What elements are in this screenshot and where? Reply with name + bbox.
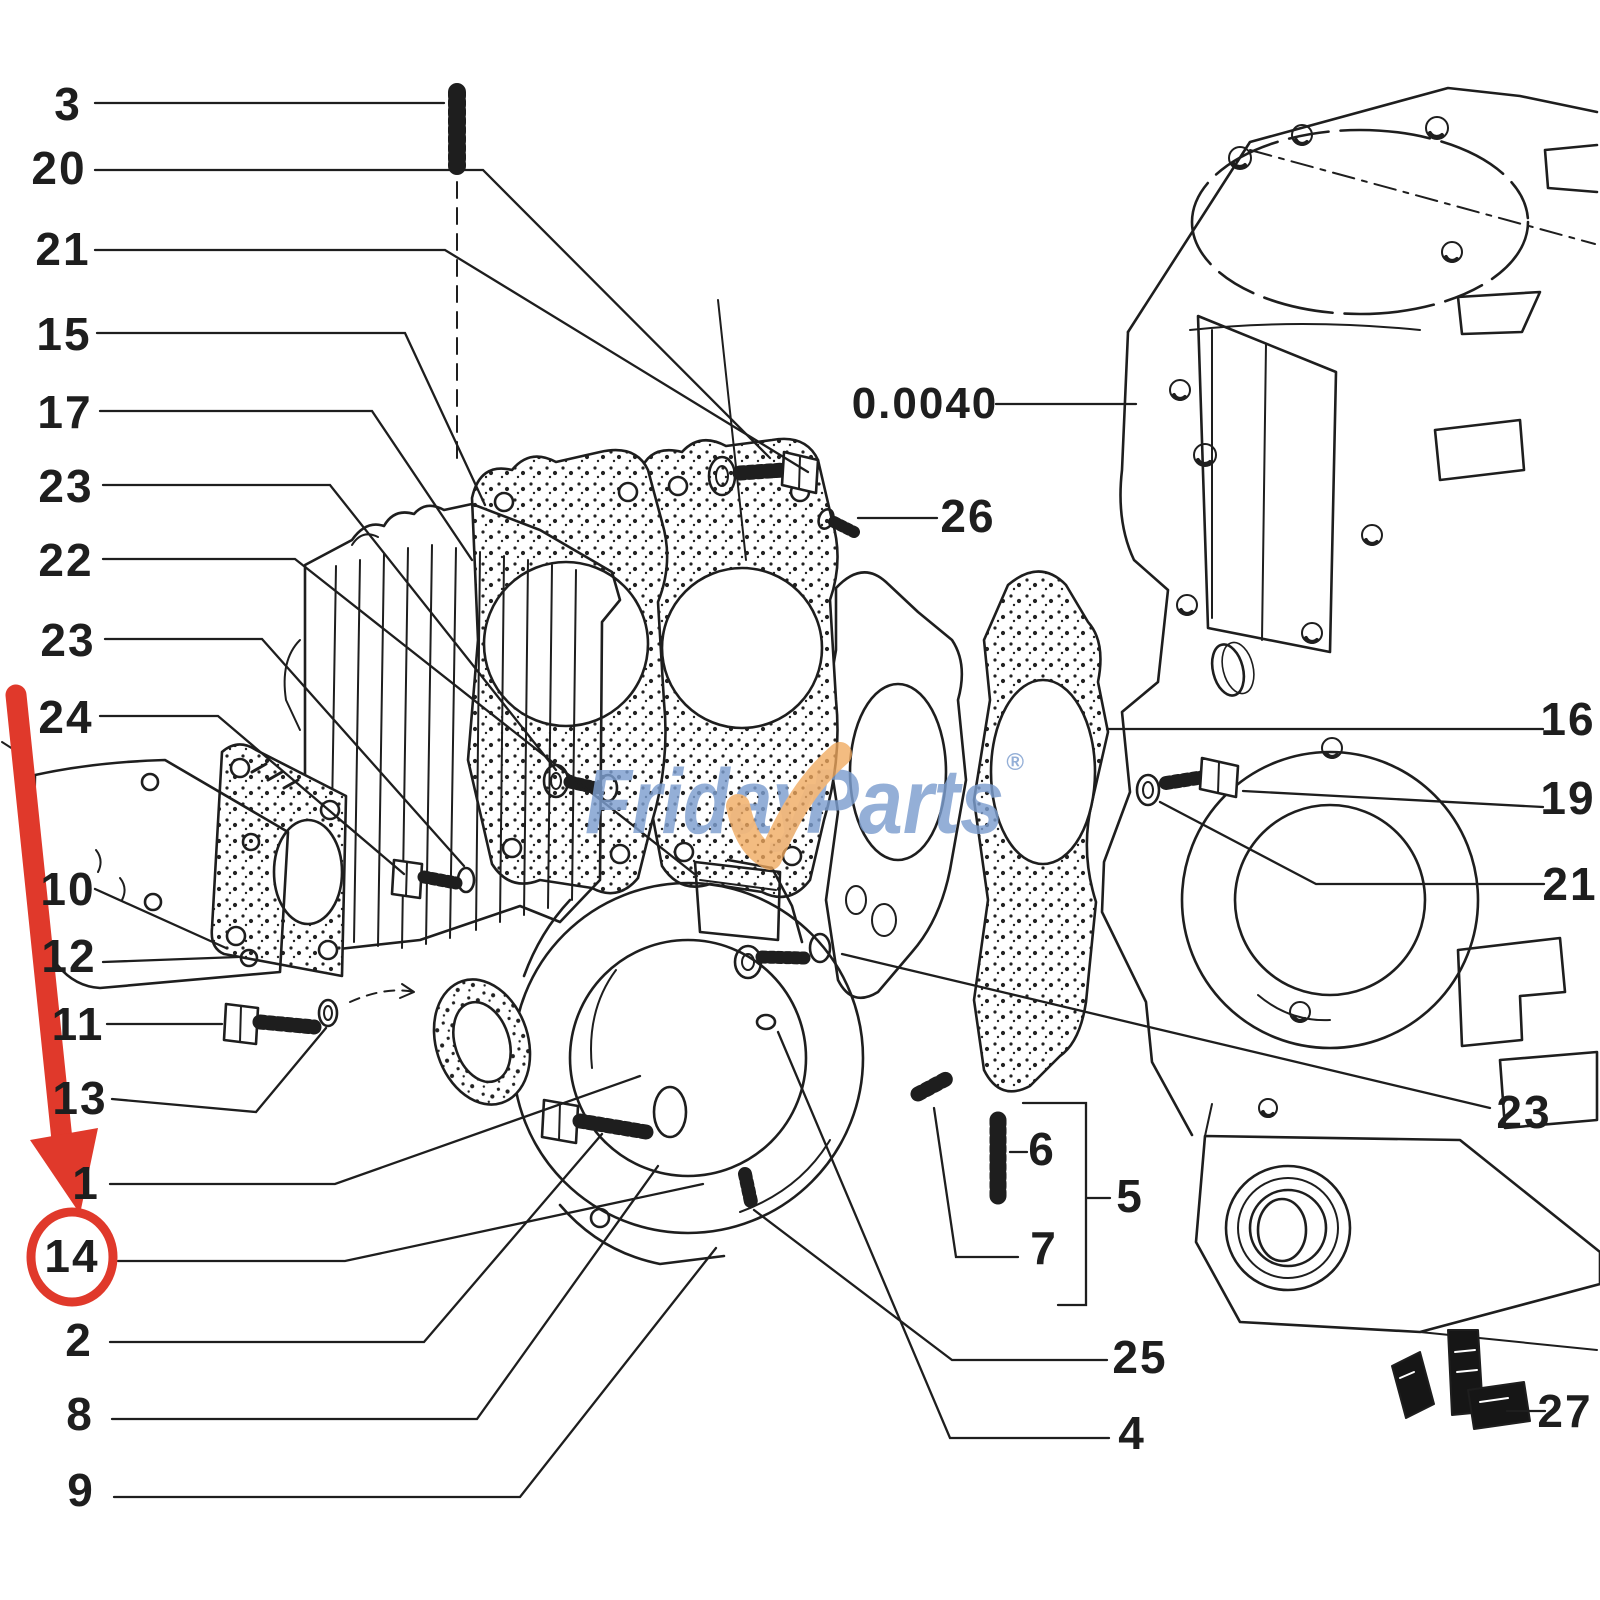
callout-14-circled: 14 [44,1230,99,1282]
callout-9: 9 [67,1464,95,1516]
callout-17: 17 [37,386,92,438]
callout-22: 22 [38,534,93,586]
gasket-cover-plate [210,743,348,978]
engine-block [1100,86,1599,1137]
bolt-part19-washer-part21 [1135,756,1240,807]
callout-12: 12 [41,930,96,982]
gasket-center [638,299,839,899]
callout-25: 25 [1112,1331,1167,1383]
callout-6: 6 [1028,1123,1056,1175]
highlight-arrow-head [30,1128,98,1214]
callout-26: 26 [940,490,995,542]
callout-23-b: 23 [40,614,95,666]
callout-4: 4 [1118,1407,1146,1459]
callout-labels: 3 20 21 15 17 23 22 23 24 10 12 11 13 1 … [31,78,1597,1516]
callout-00040: 0.0040 [852,379,999,428]
highlight-annotation [5,684,118,1307]
callout-15: 15 [36,308,91,360]
callout-19: 19 [1540,772,1595,824]
screw-part26 [817,508,860,538]
bolt-part23-lower-with-washer [733,932,832,980]
watermark: Friday Parts ® [585,742,1024,870]
callout-23-a: 23 [38,460,93,512]
timing-cover [511,858,865,1266]
leader-lines [93,101,1547,1499]
seal-housing-wedge [1194,1103,1600,1351]
bolt-part11-with-washer [222,983,415,1046]
pin-part7 [910,1071,954,1102]
callout-23-right: 23 [1496,1086,1551,1138]
callout-21-right: 21 [1542,858,1597,910]
callout-24: 24 [38,691,93,743]
bolt-part24-with-washer [390,858,476,900]
gasket-intermediate [822,571,968,1000]
callout-16: 16 [1540,693,1595,745]
callout-27: 27 [1537,1385,1592,1437]
callout-13: 13 [52,1072,107,1124]
callout-8: 8 [66,1388,94,1440]
highlight-arrow-shaft [5,684,73,1151]
callout-1: 1 [72,1157,100,1209]
callout-11: 11 [52,998,105,1050]
watermark-registered-mark: ® [1006,749,1024,776]
callout-7: 7 [1030,1222,1058,1274]
watermark-check-icon [726,742,852,870]
gasket-block-side [972,570,1110,1093]
highlight-circle [26,1207,118,1307]
parts-27-plugs [1391,1329,1531,1430]
callout-5: 5 [1116,1170,1144,1222]
oil-seal [432,978,532,1106]
bolt-part2 [540,1098,654,1145]
callout-3: 3 [54,78,82,130]
callout-21-left: 21 [35,223,90,275]
callout-20: 20 [31,142,86,194]
stud-part25 [738,1167,758,1209]
callout-2: 2 [65,1314,93,1366]
callout-10: 10 [40,863,95,915]
